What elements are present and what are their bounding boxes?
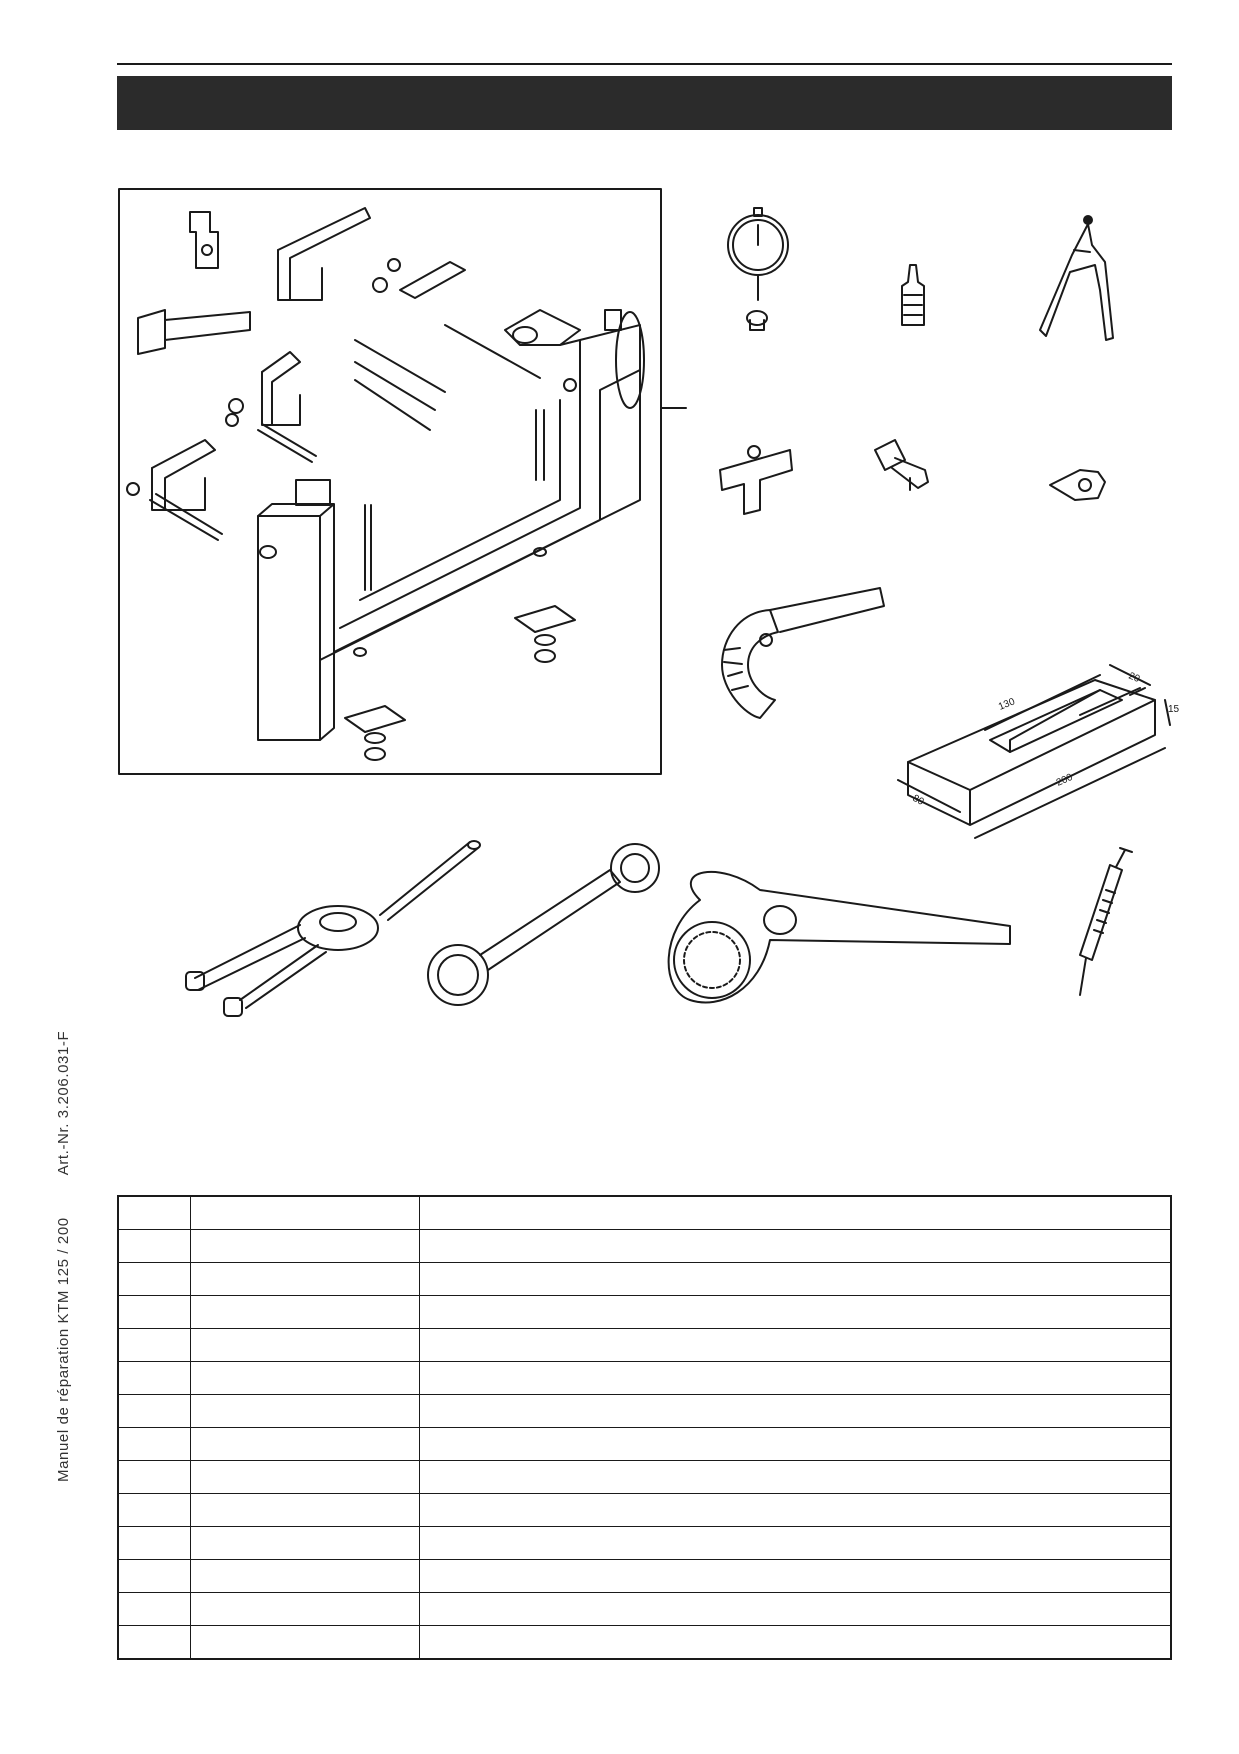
header-rule — [117, 63, 1172, 65]
dim-130: 130 — [997, 696, 1017, 713]
table-row — [117, 1261, 1172, 1296]
table-cell-no — [117, 1624, 191, 1660]
table-cell-ref — [189, 1492, 420, 1527]
table-cell-desc — [418, 1195, 1172, 1230]
table-row — [117, 1624, 1172, 1660]
wooden-block-icon: 130 20 15 80 200 — [897, 664, 1180, 839]
table-row — [117, 1294, 1172, 1329]
dial-gauge-icon — [727, 207, 789, 331]
table-cell-ref — [189, 1624, 420, 1660]
table-row — [117, 1195, 1172, 1230]
table-cell-ref — [189, 1360, 420, 1395]
table-cell-ref — [189, 1261, 420, 1296]
table-cell-ref — [189, 1558, 420, 1593]
table-cell-desc — [418, 1525, 1172, 1560]
syringe-icon — [1079, 847, 1133, 996]
table-row — [117, 1558, 1172, 1593]
table-cell-no — [117, 1492, 191, 1527]
table-cell-desc — [418, 1492, 1172, 1527]
table-row — [117, 1591, 1172, 1626]
dim-15: 15 — [1168, 704, 1180, 715]
dim-200: 200 — [1055, 772, 1075, 789]
engine-stand-icon — [126, 207, 645, 761]
table-row — [117, 1459, 1172, 1494]
circlip-pliers-icon — [1039, 215, 1114, 341]
bearing-puller-icon — [185, 840, 481, 1017]
table-cell-ref — [189, 1426, 420, 1461]
table-cell-no — [117, 1558, 191, 1593]
table-cell-ref — [189, 1393, 420, 1428]
table-row — [117, 1525, 1172, 1560]
tab-washer-icon — [1049, 469, 1106, 501]
table-cell-ref — [189, 1229, 420, 1263]
table-cell-desc — [418, 1327, 1172, 1362]
holding-wrench-icon — [721, 587, 885, 719]
pin-spanner-icon — [427, 843, 660, 1006]
table-cell-desc — [418, 1393, 1172, 1428]
dim-20: 20 — [1127, 671, 1142, 686]
table-cell-no — [117, 1459, 191, 1494]
gauge-plate-icon — [719, 445, 793, 515]
table-cell-ref — [189, 1327, 420, 1362]
table-cell-no — [117, 1360, 191, 1395]
table-row — [117, 1327, 1172, 1362]
table-row — [117, 1492, 1172, 1527]
clutch-holder-icon — [667, 870, 1011, 1004]
table-row — [117, 1426, 1172, 1461]
table-cell-no — [117, 1426, 191, 1461]
table-cell-no — [117, 1393, 191, 1428]
table-cell-no — [117, 1294, 191, 1329]
table-row — [117, 1229, 1172, 1263]
table-cell-desc — [418, 1426, 1172, 1461]
table-cell-no — [117, 1229, 191, 1263]
flywheel-puller-icon — [874, 439, 929, 491]
table-cell-desc — [418, 1261, 1172, 1296]
table-cell-ref — [189, 1294, 420, 1329]
table-cell-ref — [189, 1459, 420, 1494]
special-tools-table — [117, 1195, 1172, 1660]
manual-title: Manuel de réparation KTM 125 / 200 — [55, 1217, 72, 1482]
table-cell-desc — [418, 1229, 1172, 1263]
table-cell-no — [117, 1525, 191, 1560]
sealant-bottle-icon — [901, 264, 925, 326]
table-cell-ref — [189, 1525, 420, 1560]
table-cell-no — [117, 1591, 191, 1626]
table-row — [117, 1360, 1172, 1395]
engine-stand-frame — [118, 188, 662, 775]
table-cell-desc — [418, 1558, 1172, 1593]
tools-illustration: 130 20 15 80 200 — [118, 188, 1180, 1017]
table-cell-no — [117, 1327, 191, 1362]
table-cell-no — [117, 1195, 191, 1230]
table-cell-no — [117, 1261, 191, 1296]
table-cell-ref — [189, 1591, 420, 1626]
table-cell-desc — [418, 1360, 1172, 1395]
table-cell-desc — [418, 1591, 1172, 1626]
table-cell-ref — [189, 1195, 420, 1230]
table-cell-desc — [418, 1459, 1172, 1494]
table-cell-desc — [418, 1624, 1172, 1660]
table-row — [117, 1393, 1172, 1428]
dim-80: 80 — [911, 793, 926, 808]
title-bar — [117, 76, 1172, 130]
table-cell-desc — [418, 1294, 1172, 1329]
engine-stand-group — [118, 188, 687, 775]
